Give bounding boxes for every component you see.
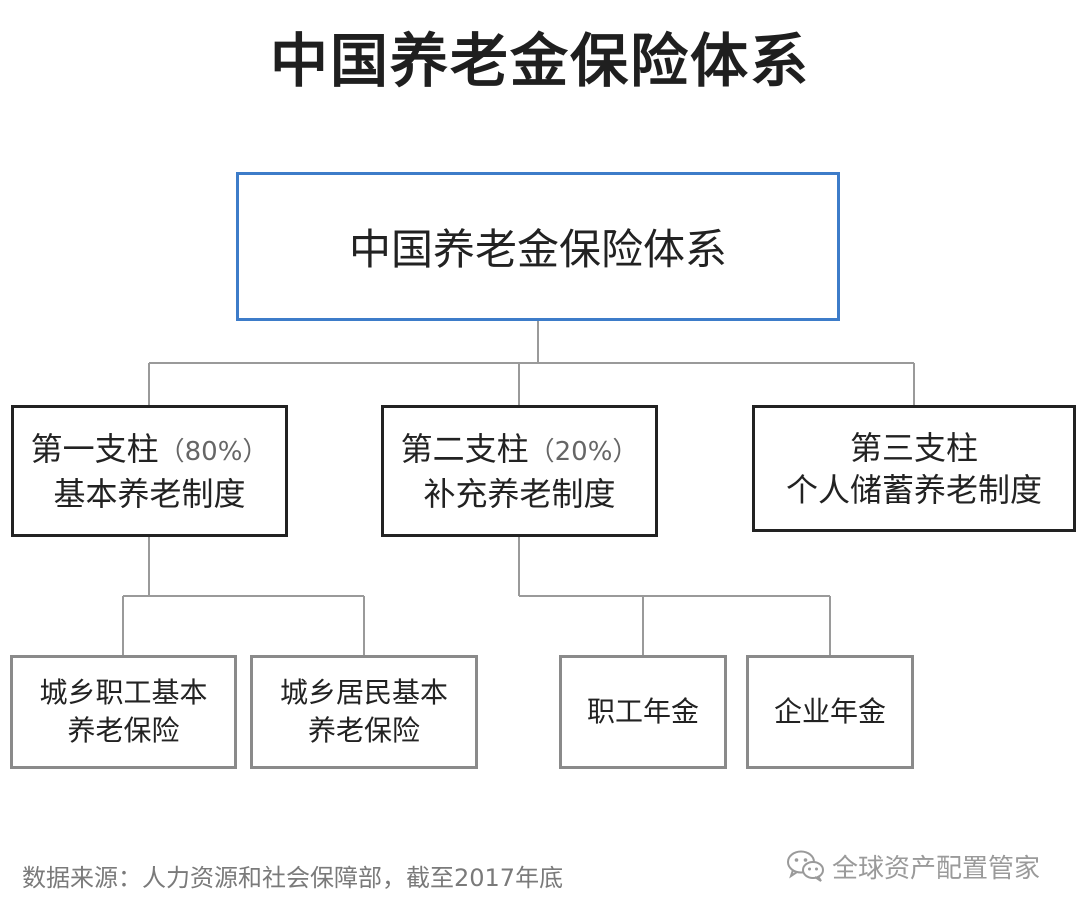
pillar-2-name: 第二支柱	[400, 429, 529, 468]
leaf-enterprise-annuity-node: 企业年金	[746, 655, 914, 769]
root-label: 中国养老金保险体系	[348, 225, 727, 274]
watermark-text: 全球资产配置管家	[832, 853, 1041, 884]
leaf-urban-rural-employee-node: 城乡职工基本 养老保险	[10, 655, 237, 769]
wechat-icon	[787, 850, 824, 882]
pillar-1-node: 第一支柱（80%） 基本养老制度	[11, 405, 288, 537]
pillar-1-heading: 第一支柱（80%）	[31, 428, 269, 473]
leaf-2-line2: 养老保险	[307, 714, 420, 747]
pillar-1-share: （80%）	[158, 436, 269, 467]
pillar-1-desc: 基本养老制度	[53, 474, 246, 513]
pillar-2-heading: 第二支柱（20%）	[401, 428, 639, 473]
leaf-1-line2: 养老保险	[67, 714, 180, 747]
leaf-3-label: 职工年金	[586, 695, 699, 728]
pillar-3-desc: 个人储蓄养老制度	[785, 470, 1042, 509]
leaf-occupational-annuity-node: 职工年金	[559, 655, 727, 769]
source-note: 数据来源：人力资源和社会保障部，截至2017年底	[22, 864, 564, 892]
pillar-3-node: 第三支柱 个人储蓄养老制度	[752, 405, 1076, 532]
pillar-2-share: （20%）	[528, 436, 639, 467]
leaf-urban-rural-resident-node: 城乡居民基本 养老保险	[250, 655, 478, 769]
pillar-2-node: 第二支柱（20%） 补充养老制度	[381, 405, 658, 537]
root-node: 中国养老金保险体系	[236, 172, 840, 321]
leaf-1-line1: 城乡职工基本	[39, 676, 208, 709]
pillar-3-name: 第三支柱	[849, 428, 978, 467]
page-title: 中国养老金保险体系	[269, 27, 810, 95]
pillar-2-desc: 补充养老制度	[423, 474, 616, 513]
pillar-1-name: 第一支柱	[30, 429, 159, 468]
leaf-2-line1: 城乡居民基本	[279, 676, 448, 709]
leaf-4-label: 企业年金	[773, 695, 886, 728]
watermark: 全球资产配置管家	[786, 846, 1040, 886]
